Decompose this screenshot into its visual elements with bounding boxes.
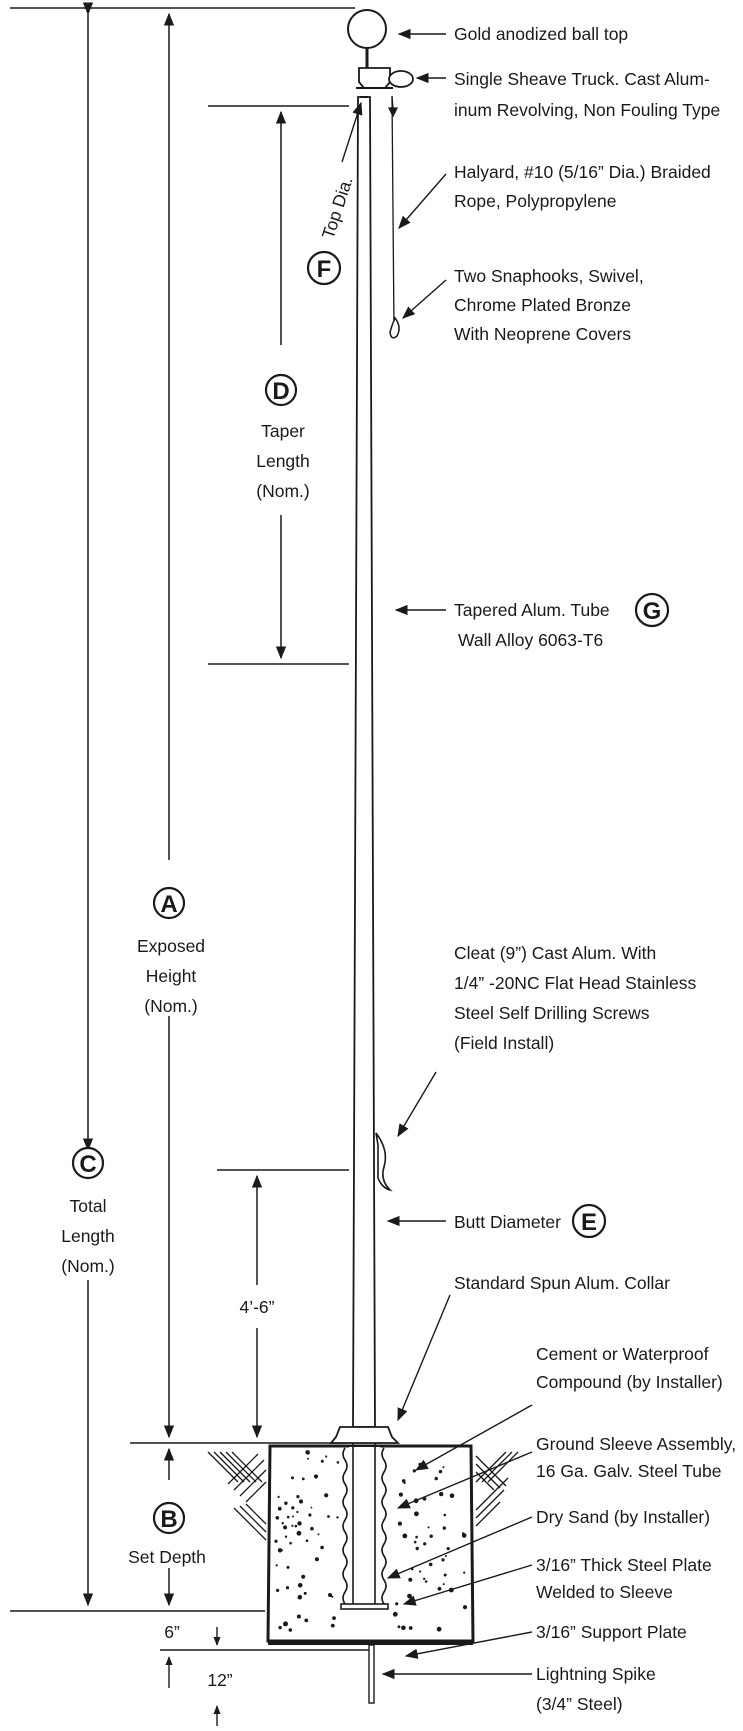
truck-label-2: inum Revolving, Non Fouling Type bbox=[454, 100, 720, 120]
spike-label-2: (3/4” Steel) bbox=[536, 1694, 623, 1714]
dim-f-badge bbox=[306, 250, 342, 286]
concrete-speckle bbox=[274, 1450, 468, 1632]
callout-ball-top: Gold anodized ball top bbox=[397, 24, 628, 44]
dim-a-label-3: (Nom.) bbox=[144, 996, 197, 1016]
tube-label-1: Tapered Alum. Tube bbox=[454, 600, 610, 620]
dim-e-letter: E bbox=[581, 1209, 597, 1236]
dim-c-badge bbox=[71, 1146, 105, 1180]
dim-d-label-1: Taper bbox=[261, 421, 305, 441]
flagpole bbox=[329, 9, 414, 1444]
ground-sleeve-right bbox=[381, 1447, 387, 1606]
dim-f-letter: F bbox=[317, 256, 332, 283]
callout-butt: Butt Diameter E bbox=[386, 1203, 607, 1239]
dim-6in-label: 6” bbox=[164, 1622, 180, 1642]
dim-c-label-2: Length bbox=[61, 1226, 115, 1246]
callout-cleat: Cleat (9”) Cast Alum. With 1/4” -20NC Fl… bbox=[397, 943, 696, 1138]
ground-hatching-right bbox=[475, 1451, 519, 1527]
ball-top-label: Gold anodized ball top bbox=[454, 24, 628, 44]
callout-halyard: Halyard, #10 (5/16” Dia.) Braided Rope, … bbox=[398, 162, 711, 229]
snaphook-icon bbox=[389, 316, 400, 339]
ball-top-icon bbox=[347, 9, 387, 49]
foundation bbox=[207, 1443, 519, 1704]
cleat-icon bbox=[375, 1132, 393, 1192]
butt-label: Butt Diameter bbox=[454, 1212, 561, 1232]
snaphooks-label-2: Chrome Plated Bronze bbox=[454, 295, 631, 315]
dimension-extension-lines bbox=[10, 7, 370, 1651]
dim-a-badge bbox=[152, 886, 186, 920]
dim-12in-label: 12” bbox=[207, 1670, 232, 1690]
callout-spike: Lightning Spike (3/4” Steel) bbox=[381, 1664, 656, 1714]
collar-label: Standard Spun Alum. Collar bbox=[454, 1273, 670, 1293]
callout-support-plate: 3/16” Support Plate bbox=[404, 1622, 687, 1659]
dim-f-label: Top Dia. bbox=[318, 174, 357, 241]
dim-d-badge bbox=[264, 373, 298, 407]
support-plate bbox=[356, 1641, 392, 1645]
cement-label-2: Compound (by Installer) bbox=[536, 1372, 723, 1392]
dim-e-badge bbox=[571, 1203, 607, 1239]
callout-top-dia: Top Dia. F bbox=[306, 101, 363, 286]
dim-b-label: Set Depth bbox=[128, 1547, 206, 1567]
callout-steel-plate: 3/16” Thick Steel Plate Welded to Sleeve bbox=[402, 1555, 712, 1606]
lightning-spike bbox=[368, 1644, 375, 1704]
callout-collar: Standard Spun Alum. Collar bbox=[397, 1273, 670, 1422]
dim-b-letter: B bbox=[160, 1506, 177, 1533]
collar bbox=[329, 1426, 401, 1444]
ground-sleeve-left bbox=[342, 1447, 348, 1606]
callout-tube: Tapered Alum. Tube Wall Alloy 6063-T6 G bbox=[394, 592, 670, 650]
truck-body bbox=[358, 67, 391, 89]
dimension-4ft6: 4’-6” bbox=[239, 1174, 275, 1439]
callout-sand: Dry Sand (by Installer) bbox=[386, 1507, 710, 1579]
dim-b-badge bbox=[152, 1501, 186, 1535]
dim-4ft6-label: 4’-6” bbox=[239, 1297, 274, 1317]
support-plate-label: 3/16” Support Plate bbox=[536, 1622, 687, 1642]
sand-label: Dry Sand (by Installer) bbox=[536, 1507, 710, 1527]
cleat-label-1: Cleat (9”) Cast Alum. With bbox=[454, 943, 656, 963]
callout-truck: Single Sheave Truck. Cast Alum- inum Rev… bbox=[415, 69, 720, 120]
sleeve-label-2: 16 Ga. Galv. Steel Tube bbox=[536, 1461, 721, 1481]
cleat-label-2: 1/4” -20NC Flat Head Stainless bbox=[454, 973, 696, 993]
steel-plate-label-1: 3/16” Thick Steel Plate bbox=[536, 1555, 712, 1575]
dimension-a: A Exposed Height (Nom.) bbox=[137, 12, 205, 1439]
dimension-d: D Taper Length (Nom.) bbox=[256, 110, 310, 660]
spike-label-1: Lightning Spike bbox=[536, 1664, 656, 1684]
pole-tube bbox=[352, 96, 376, 1428]
steel-plate-label-2: Welded to Sleeve bbox=[536, 1582, 673, 1602]
dim-g-letter: G bbox=[643, 598, 662, 625]
dim-g-badge bbox=[634, 592, 670, 628]
cleat-label-4: (Field Install) bbox=[454, 1033, 554, 1053]
dimension-b: B Set Depth bbox=[128, 1447, 206, 1607]
snaphooks-label-1: Two Snaphooks, Swivel, bbox=[454, 266, 644, 286]
dim-d-label-2: Length bbox=[256, 451, 310, 471]
steel-plate bbox=[340, 1603, 389, 1610]
sleeve-label-1: Ground Sleeve Assembly, bbox=[536, 1434, 736, 1454]
dim-c-label-3: (Nom.) bbox=[61, 1256, 114, 1276]
snaphooks-label-3: With Neoprene Covers bbox=[454, 324, 631, 344]
halyard-clip-icon bbox=[387, 95, 399, 118]
dim-d-letter: D bbox=[272, 378, 289, 405]
truck-sheave-icon bbox=[388, 70, 414, 88]
callout-snaphooks: Two Snaphooks, Swivel, Chrome Plated Bro… bbox=[402, 266, 644, 344]
dim-c-letter: C bbox=[79, 1151, 96, 1178]
ground-hatching-left bbox=[207, 1451, 267, 1541]
dimension-small: 6” 12” bbox=[164, 1622, 233, 1726]
halyard-label-2: Rope, Polypropylene bbox=[454, 191, 616, 211]
truck-label-1: Single Sheave Truck. Cast Alum- bbox=[454, 69, 710, 89]
halyard-rope bbox=[391, 95, 395, 331]
tube-label-2: Wall Alloy 6063-T6 bbox=[458, 630, 603, 650]
dim-c-label-1: Total bbox=[70, 1196, 107, 1216]
dim-d-label-3: (Nom.) bbox=[256, 481, 309, 501]
dim-a-letter: A bbox=[160, 891, 177, 918]
callout-sleeve: Ground Sleeve Assembly, 16 Ga. Galv. Ste… bbox=[396, 1434, 736, 1509]
dim-a-label-2: Height bbox=[146, 966, 197, 986]
cleat-label-3: Steel Self Drilling Screws bbox=[454, 1003, 650, 1023]
callout-cement: Cement or Waterproof Compound (by Instal… bbox=[414, 1344, 723, 1471]
dimension-c: C Total Length (Nom.) bbox=[61, 2, 115, 1607]
cement-label-1: Cement or Waterproof bbox=[536, 1344, 709, 1364]
dim-a-label-1: Exposed bbox=[137, 936, 205, 956]
halyard-label-1: Halyard, #10 (5/16” Dia.) Braided bbox=[454, 162, 711, 182]
